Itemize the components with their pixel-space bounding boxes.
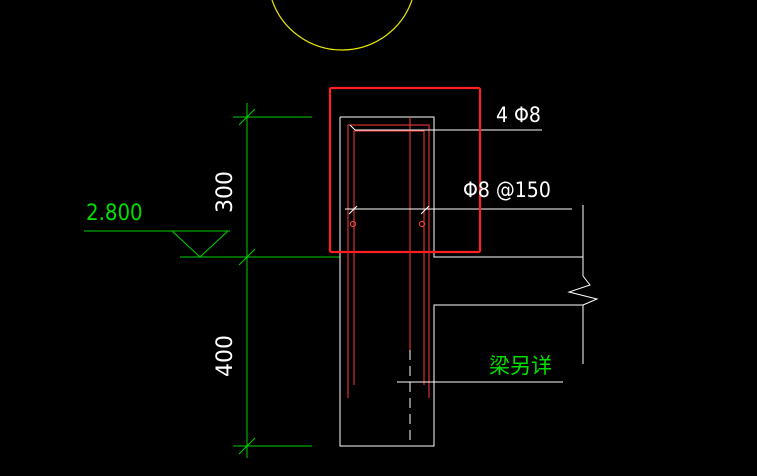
- elevation-label: 2.800: [86, 201, 143, 226]
- elevation-symbol: [84, 230, 340, 258]
- dimension-lower-label: 400: [213, 335, 238, 377]
- dimension-upper-label: 300: [213, 171, 238, 213]
- beam-note-label: 梁另详: [489, 354, 552, 378]
- leader-lines: [345, 124, 572, 383]
- top-rebar-label: 4 Φ8: [496, 103, 541, 127]
- highlight-box: [328, 86, 482, 254]
- circle-arc: [271, 0, 413, 51]
- rebar-lines: [347, 117, 430, 398]
- section-outline: [339, 116, 599, 447]
- stirrup-label: Φ8 @150: [463, 178, 551, 202]
